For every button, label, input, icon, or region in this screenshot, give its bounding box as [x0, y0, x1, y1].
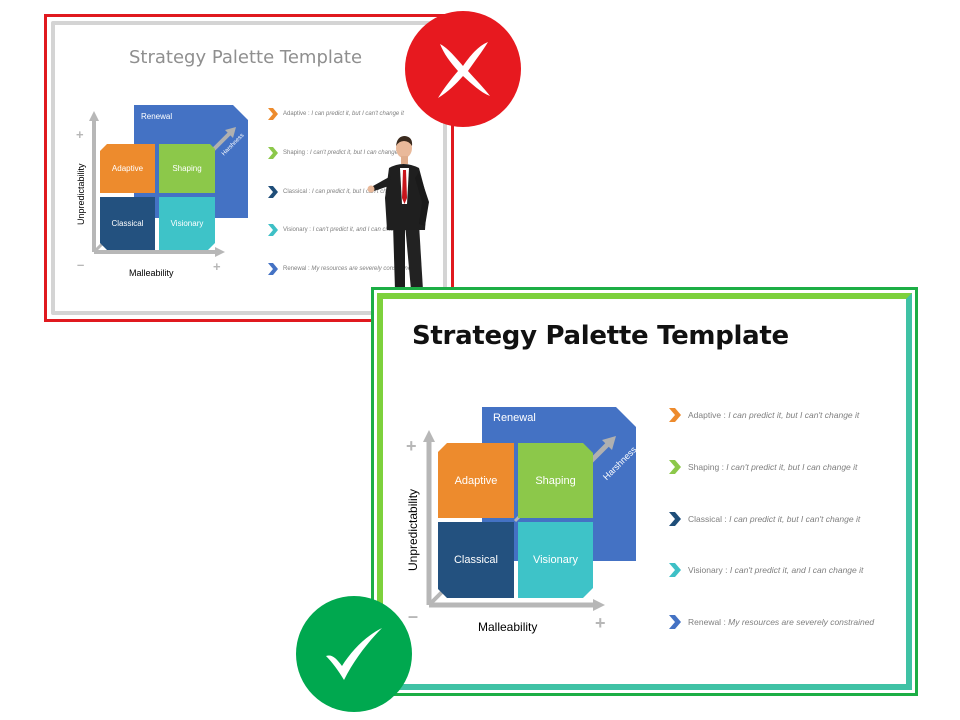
chevron-right-icon — [268, 224, 278, 236]
bad-cell-shaping: Shaping — [172, 164, 202, 173]
good-slide: Strategy Palette Template — [377, 293, 912, 690]
bad-legend-sep: : — [307, 189, 313, 195]
bad-legend-name: Shaping — [283, 150, 306, 156]
check-icon — [326, 628, 382, 680]
bad-legend-name: Visionary — [283, 227, 308, 233]
bad-y-minus-sign: – — [77, 257, 85, 272]
good-legend-desc: I can predict it, but I can't change it — [729, 514, 861, 524]
bad-legend-name: Renewal — [283, 266, 307, 272]
good-legend-desc: I can't predict it, but I can change it — [726, 462, 858, 472]
good-legend-name: Shaping — [688, 462, 720, 472]
bad-legend-desc: My resources are severely constrained — [311, 266, 415, 272]
bad-legend-sep: : — [307, 227, 313, 233]
good-legend-desc: I can't predict it, and I can change it — [729, 565, 864, 575]
chevron-right-icon — [268, 186, 278, 198]
bad-slide-title: Strategy Palette Template — [129, 47, 363, 68]
presenter-illustration — [367, 136, 429, 290]
good-legend-item: Renewal : My resources are severely cons… — [669, 615, 874, 629]
bad-legend-desc: I can predict it, but I can't change it — [312, 189, 405, 195]
bad-renewal-shape — [89, 105, 248, 257]
bad-legend-item: Classical : I can predict it, but I can'… — [268, 186, 405, 198]
good-legend-name: Visionary — [688, 565, 723, 575]
good-example-frame: Strategy Palette Template — [371, 287, 918, 696]
good-y-minus-sign: – — [408, 606, 419, 626]
bad-cell-classical: Classical — [111, 219, 144, 228]
good-legend-sep: : — [721, 410, 729, 420]
chevron-right-icon — [669, 460, 681, 474]
good-slide-title: Strategy Palette Template — [412, 321, 789, 351]
bad-strategy-matrix: Renewal Harshness Adaptive Shaping Class… — [55, 25, 443, 311]
bad-legend-name: Classical — [283, 189, 308, 195]
bad-legend-item: Visionary : I can't predict it, and I ca… — [268, 224, 407, 236]
bad-legend-sep: : — [306, 111, 312, 117]
good-legend-name: Renewal — [688, 617, 722, 627]
chevron-right-icon — [268, 263, 278, 275]
good-legend-sep: : — [722, 514, 730, 524]
bad-x-plus-sign: + — [213, 259, 221, 274]
chevron-right-icon — [669, 563, 681, 577]
bad-renewal-label: Renewal — [141, 112, 173, 121]
bad-legend-desc: I can predict it, but I can't change it — [311, 111, 404, 117]
good-cell-adaptive: Adaptive — [454, 474, 498, 487]
good-renewal-shape — [423, 407, 636, 611]
good-legend-desc: I can predict it, but I can't change it — [728, 410, 860, 420]
chevron-right-icon — [669, 512, 681, 526]
good-x-plus-sign: + — [595, 613, 606, 633]
good-legend-desc: My resources are severely constrained — [728, 617, 875, 627]
chevron-right-icon — [268, 108, 278, 120]
good-legend-item: Visionary : I can't predict it, and I ca… — [669, 563, 863, 577]
good-y-axis-label: Unpredictability — [406, 488, 420, 571]
good-legend-item: Classical : I can predict it, but I can'… — [669, 512, 860, 526]
good-legend-name: Adaptive — [688, 410, 722, 420]
good-cell-visionary: Visionary — [532, 554, 579, 566]
bad-legend-item: Renewal : My resources are severely cons… — [268, 263, 414, 275]
good-legend-sep: : — [721, 617, 729, 627]
bad-example-frame: Strategy Palette Template — [44, 14, 454, 322]
good-y-plus-sign: + — [406, 436, 417, 456]
good-legend-sep: : — [719, 462, 727, 472]
bad-cell-visionary: Visionary — [170, 219, 204, 228]
bad-slide: Strategy Palette Template — [51, 21, 447, 315]
good-legend-sep: : — [722, 565, 730, 575]
bad-example-badge — [405, 11, 521, 127]
bad-legend-sep: : — [306, 266, 312, 272]
chevron-right-icon — [669, 408, 681, 422]
bad-legend-item: Shaping : I can't predict it, but I can … — [268, 147, 403, 159]
bad-legend-desc: I can't predict it, but I can change it — [310, 150, 403, 156]
bad-cell-adaptive: Adaptive — [111, 164, 144, 173]
chevron-right-icon — [669, 615, 681, 629]
bad-legend-item: Adaptive : I can predict it, but I can't… — [268, 108, 404, 120]
good-cell-shaping: Shaping — [535, 474, 576, 487]
good-cell-classical: Classical — [453, 554, 498, 566]
good-x-axis-label: Malleability — [478, 620, 538, 634]
bad-x-axis-label: Malleability — [129, 268, 174, 278]
good-strategy-matrix: Renewal Harshness Adaptive Shaping Class… — [383, 299, 906, 684]
good-legend-name: Classical — [688, 514, 723, 524]
good-legend-item: Shaping : I can't predict it, but I can … — [669, 460, 857, 474]
bad-legend-name: Adaptive — [283, 111, 307, 117]
good-example-badge — [296, 596, 412, 712]
cross-icon — [438, 42, 490, 98]
bad-legend-desc: I can't predict it, and I can change it — [312, 227, 407, 233]
chevron-right-icon — [268, 147, 278, 159]
bad-legend-sep: : — [305, 150, 311, 156]
bad-y-axis-label: Unpredictability — [76, 163, 86, 225]
good-legend-item: Adaptive : I can predict it, but I can't… — [669, 408, 859, 422]
bad-y-plus-sign: + — [76, 127, 84, 142]
good-renewal-label: Renewal — [493, 412, 536, 424]
